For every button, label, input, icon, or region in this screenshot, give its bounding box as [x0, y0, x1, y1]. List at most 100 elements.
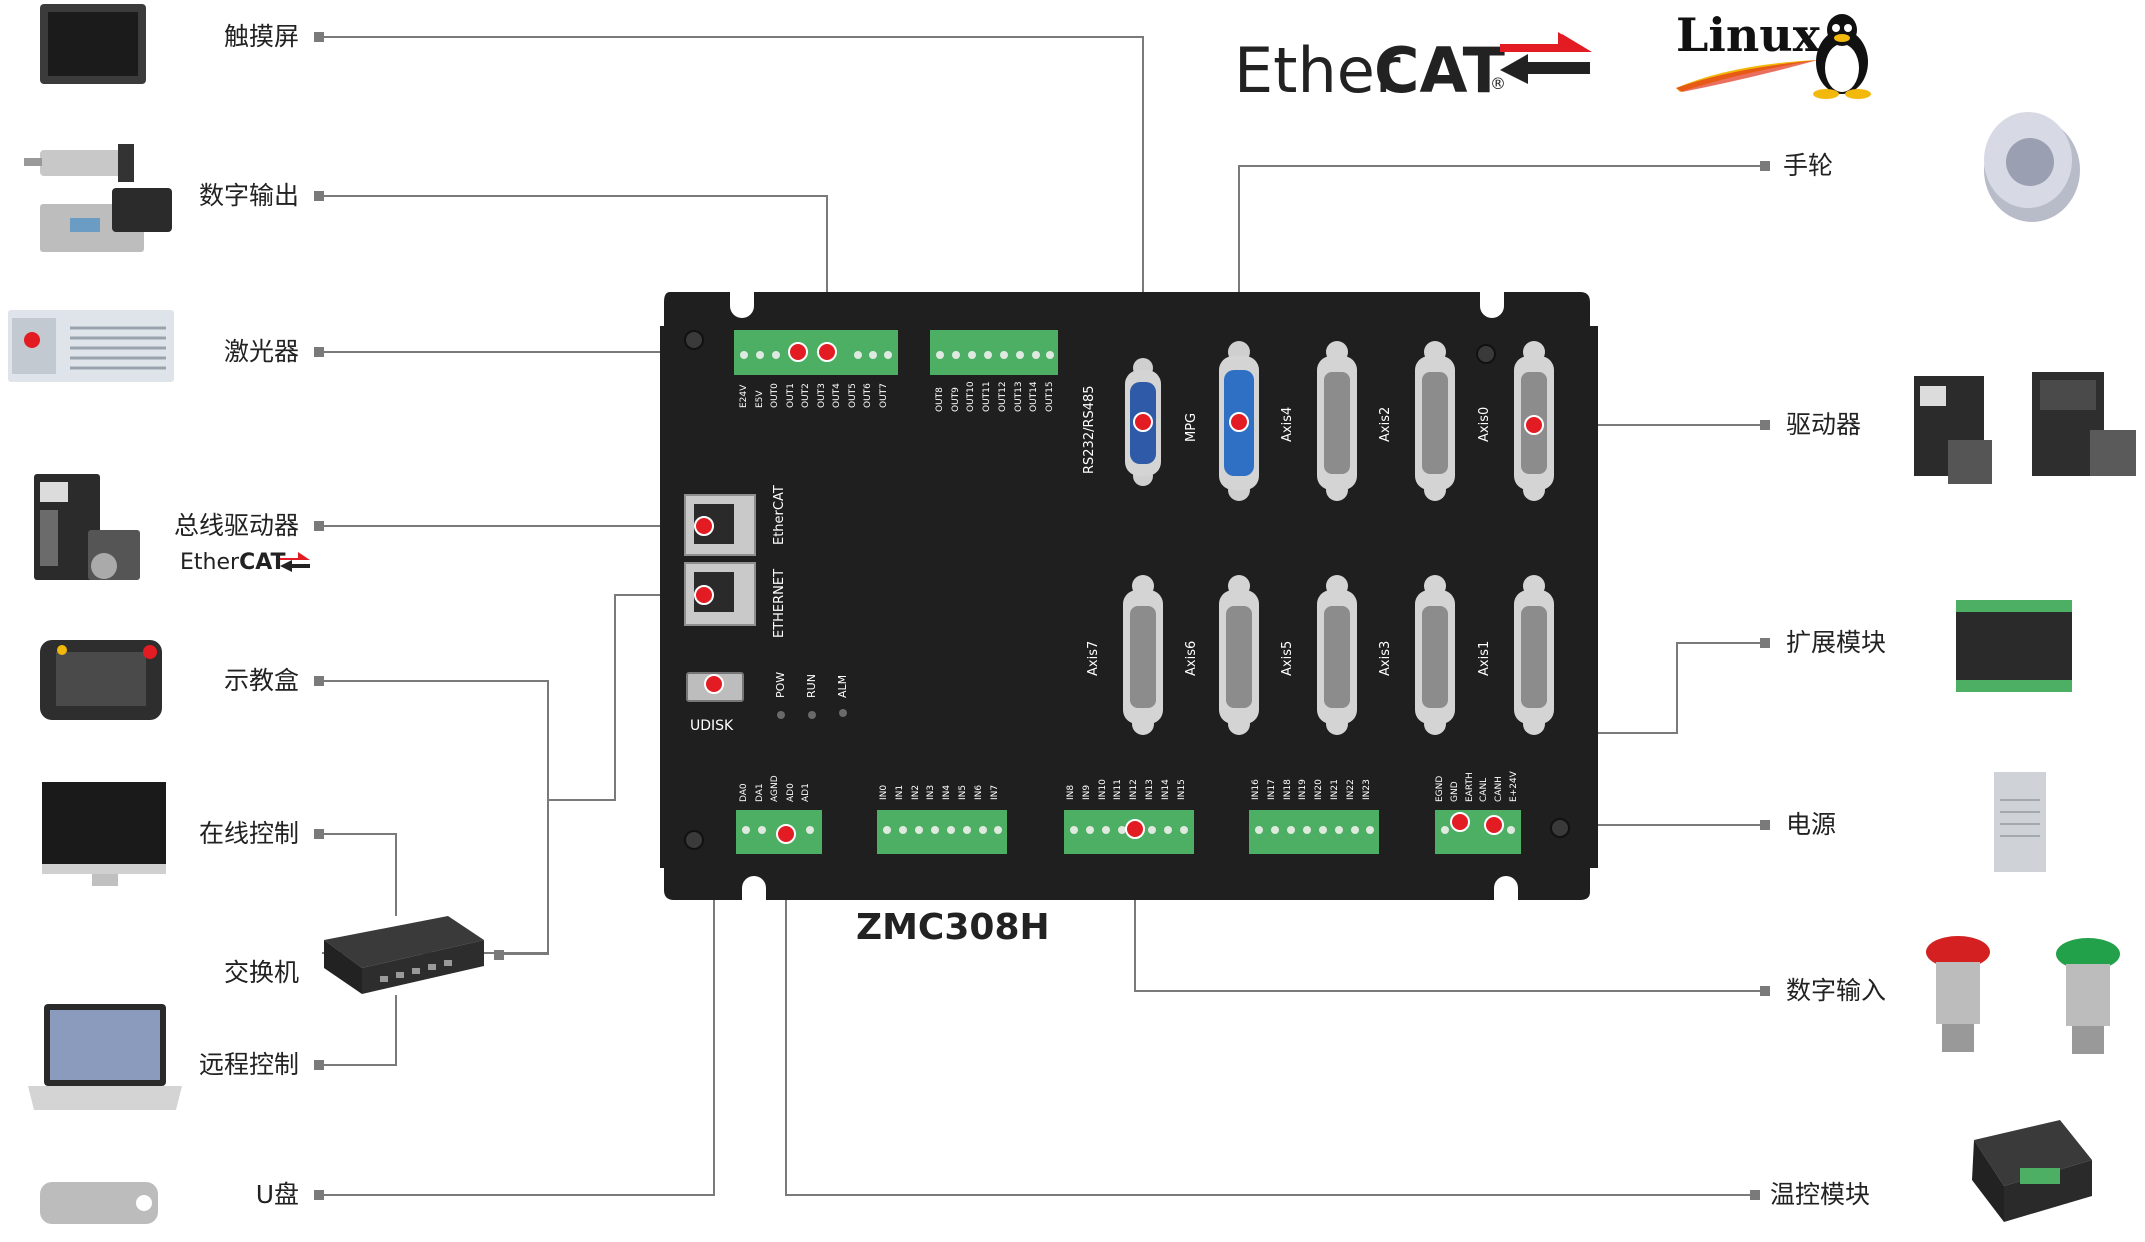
pin-label: OUT2: [801, 383, 811, 408]
network-switch-icon: [324, 916, 484, 994]
label-temp-module: 温控模块: [1770, 1180, 1871, 1209]
label-handwheel: 手轮: [1783, 151, 1834, 180]
label-digital-output: 数字输出: [198, 181, 299, 210]
label-usb-disk: U盘: [255, 1180, 299, 1209]
label-axis4: Axis4: [1280, 406, 1295, 442]
label-axis0: Axis0: [1477, 406, 1492, 442]
pin-label: E24V: [739, 384, 749, 408]
servo-drive-icon: [34, 474, 140, 580]
bus-driver-arrows-icon: [280, 552, 310, 572]
pin-label: CANL: [1479, 777, 1490, 802]
label-led-alm: ALM: [836, 674, 849, 698]
pin-label: IN1: [894, 784, 905, 800]
terminal-block-power: [1435, 810, 1521, 854]
right-device-pictures: [1914, 112, 2136, 1222]
rj45-ethernet-port[interactable]: [684, 562, 756, 626]
pin-label: IN15: [1176, 779, 1187, 800]
label-switch: 交换机: [223, 958, 299, 987]
pin-label: IN6: [973, 784, 984, 800]
label-serial: RS232/RS485: [1082, 385, 1097, 474]
power-supply-icon: [1994, 772, 2046, 872]
pin-label: IN18: [1282, 779, 1293, 800]
left-device-pictures: [8, 4, 182, 1224]
pin-label: IN12: [1129, 779, 1140, 800]
label-axis7: Axis7: [1086, 640, 1101, 676]
label-digital-input: 数字输入: [1786, 976, 1887, 1005]
pin-label: IN10: [1097, 779, 1108, 800]
pin-label: DA1: [754, 783, 765, 802]
label-led-run: RUN: [805, 674, 818, 698]
pin-label: OUT5: [847, 383, 858, 408]
pin-label: IN22: [1345, 779, 1356, 800]
pin-label: IN8: [1066, 784, 1076, 800]
label-driver: 驱动器: [1786, 410, 1862, 439]
pin-label: IN23: [1361, 779, 1372, 800]
label-mpg: MPG: [1184, 412, 1199, 442]
pneumatic-valve-icon: [24, 144, 172, 252]
label-ethernet-port: ETHERNET: [772, 568, 787, 638]
laser-device-icon: [8, 310, 174, 382]
label-power: 电源: [1786, 810, 1837, 839]
handwheel-icon: [1984, 112, 2080, 222]
tux-penguin-icon: [1813, 14, 1871, 99]
pin-label: AD1: [801, 783, 811, 802]
pin-label: IN13: [1145, 779, 1155, 800]
temperature-module-icon: [1972, 1120, 2092, 1222]
ethercat-logo-cat: CAT: [1374, 34, 1505, 107]
pin-label: OUT0: [770, 383, 780, 408]
label-online-control: 在线控制: [198, 819, 299, 848]
monitor-icon: [42, 782, 166, 886]
pin-label: AGND: [770, 775, 780, 802]
pin-label: OUT9: [950, 387, 961, 412]
usb-disk-icon: [40, 1182, 158, 1224]
label-axis6: Axis6: [1184, 640, 1199, 676]
ethercat-arrows-icon: [1500, 32, 1592, 84]
board-model: ZMC308H: [856, 907, 1050, 948]
label-laser: 激光器: [223, 337, 299, 366]
ethercat-logo-registered: ®: [1490, 74, 1506, 93]
teach-pendant-icon: [40, 640, 162, 720]
pin-label: OUT1: [785, 383, 796, 408]
pin-label: OUT7: [878, 383, 889, 408]
pin-label: EGND: [1435, 775, 1445, 802]
pin-label: IN0: [879, 784, 889, 800]
pin-label: OUT14: [1029, 381, 1040, 412]
pin-label: OUT12: [997, 381, 1008, 412]
label-teach-pendant: 示教盒: [223, 666, 299, 695]
pin-label: OUT13: [1013, 381, 1024, 412]
pin-label: IN5: [958, 784, 968, 800]
linux-swoosh-icon: [1676, 60, 1818, 92]
linux-logo-text: Linux: [1676, 8, 1821, 62]
udisk-label: UDISK: [690, 718, 734, 734]
pin-label: AD0: [785, 783, 796, 802]
pin-label: OUT3: [816, 383, 827, 408]
pin-label: IN9: [1081, 784, 1092, 800]
bus-driver-logo-ether: Ether: [180, 550, 240, 575]
pin-label: E+24V: [1509, 771, 1519, 802]
pin-label: IN7: [989, 784, 1000, 800]
laptop-icon: [28, 1004, 182, 1110]
pin-label: IN17: [1266, 779, 1277, 800]
stepper-driver-icon: [1914, 372, 2136, 484]
label-axis3: Axis3: [1378, 640, 1393, 676]
push-buttons-icon: [1926, 936, 2120, 1054]
ethercat-logo: Ether CAT ®: [1234, 30, 1594, 110]
touchscreen-device-icon: [40, 4, 146, 84]
label-remote-control: 远程控制: [198, 1050, 299, 1079]
pin-label: EARTH: [1464, 772, 1475, 802]
label-axis5: Axis5: [1280, 640, 1295, 676]
pin-label: CANH: [1494, 776, 1505, 802]
label-expansion: 扩展模块: [1786, 628, 1887, 657]
pin-label: IN4: [942, 784, 953, 800]
pin-label: OUT4: [832, 383, 842, 408]
pin-label: OUT15: [1044, 381, 1055, 412]
label-led-pow: POW: [774, 671, 787, 698]
label-bus-driver: 总线驱动器: [173, 511, 299, 540]
label-ethercat-port: EtherCAT: [772, 485, 787, 545]
linux-logo: Linux: [1672, 6, 1882, 102]
pin-label: E5V: [754, 390, 765, 408]
